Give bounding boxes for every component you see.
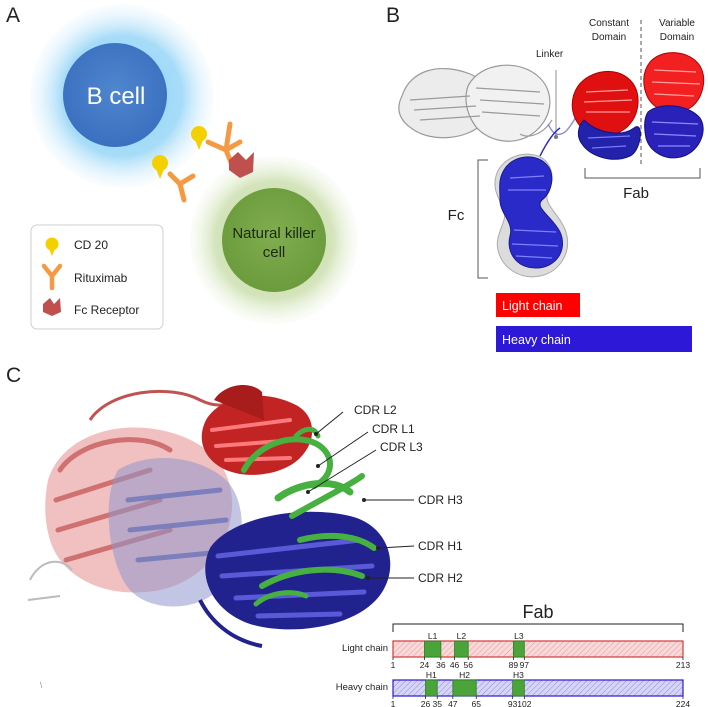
legend-label: Rituximab: [74, 271, 128, 285]
legend-label: Fc Receptor: [74, 303, 139, 317]
light-chain-swatch: [496, 293, 580, 317]
antibody-y-icon: [41, 263, 63, 291]
residue-number: 93: [508, 699, 518, 707]
fc-receptor-icon: [43, 298, 61, 316]
linker-pointer-dot: [554, 135, 558, 139]
residue-number: 1: [391, 699, 396, 707]
cdr-region-label: L3: [514, 631, 524, 641]
constant-domain-structure: [571, 70, 641, 160]
cdr-label: CDR L1: [372, 422, 415, 436]
cdr-label: CDR H1: [418, 539, 463, 553]
constant-domain-label-line1: Constant: [589, 18, 629, 29]
legend-label: CD 20: [74, 238, 108, 252]
cd20-drop-icon: [191, 126, 207, 150]
cdr-region-h3: [512, 679, 525, 697]
fab-label: Fab: [623, 185, 649, 202]
cdr-region-h2: [452, 679, 477, 697]
fab-ribbon-structure: [27, 385, 391, 648]
schematic-light-label: Light chain: [342, 643, 388, 654]
cd20-drop-icon: [152, 155, 168, 179]
variable-domain-label-line2: Domain: [660, 32, 694, 43]
nk-cell-label-line1: Natural killer: [232, 225, 315, 242]
panel-b-letter: B: [386, 4, 400, 27]
heavy-chain-swatch-label: Heavy chain: [502, 333, 571, 347]
residue-number: 36: [436, 660, 446, 670]
corner-mark: \: [40, 681, 43, 690]
cdr-region-label: L1: [428, 631, 438, 641]
fc-label: Fc: [448, 207, 465, 224]
residue-number: 89: [509, 660, 519, 670]
residue-number: 102: [517, 699, 531, 707]
panel-a-legend: CD 20 Rituximab Fc Receptor: [30, 224, 164, 330]
residue-number: 47: [448, 699, 458, 707]
residue-number: 26: [421, 699, 431, 707]
cdr-region-label: H1: [426, 670, 437, 680]
residue-number: 224: [676, 699, 690, 707]
cdr-region-h1: [425, 679, 438, 697]
panel-b: B Constant Domain Variable Domain Linker: [386, 4, 705, 352]
b-cell-nucleus: [63, 43, 167, 147]
schematic-heavy-label: Heavy chain: [336, 682, 388, 693]
cdr-pointer-dots: [306, 432, 380, 580]
residue-number: 35: [432, 699, 442, 707]
cd20-drop-icon: [45, 237, 59, 256]
cdr-region-l1: [424, 640, 442, 658]
fc-structure: [494, 127, 568, 278]
fc-receptor-icon: [229, 152, 254, 178]
panel-c-letter: C: [6, 364, 21, 387]
cdr-region-l2: [454, 640, 469, 658]
cdr-label: CDR H3: [418, 493, 463, 507]
fab-bracket: [584, 168, 701, 179]
schematic-fab-bracket: [392, 623, 684, 632]
residue-number: 1: [391, 660, 396, 670]
residue-number: 56: [464, 660, 474, 670]
cdr-region-label: H3: [513, 670, 524, 680]
fab-schematic: Fab Light chain Heavy chain L1 L2 L3 1 24 36 4…: [336, 602, 691, 707]
variable-domain-structure: [643, 52, 705, 159]
residue-number: 24: [420, 660, 430, 670]
cdr-label: CDR H2: [418, 571, 463, 585]
cdr-pointers: [307, 411, 415, 579]
panel-a: A B cell Natural killer cell: [6, 4, 358, 330]
grey-fab-structure: [398, 64, 553, 142]
nk-cell-label-line2: cell: [263, 244, 286, 261]
cdr-label: CDR L3: [380, 440, 423, 454]
panel-c: C: [6, 364, 690, 707]
cdr-region-label: H2: [459, 670, 470, 680]
residue-number: 65: [471, 699, 481, 707]
cdr-label: CDR L2: [354, 403, 397, 417]
heavy-chain-swatch: [496, 326, 692, 352]
panel-a-letter: A: [6, 4, 20, 27]
antibody-y-icon: [167, 171, 196, 203]
constant-domain-label-line2: Domain: [592, 32, 626, 43]
residue-number: 46: [450, 660, 460, 670]
residue-number: 213: [676, 660, 690, 670]
light-chain-swatch-label: Light chain: [502, 299, 563, 313]
cdr-region-label: L2: [457, 631, 467, 641]
cdr-region-l3: [512, 640, 525, 658]
fc-bracket: [477, 159, 488, 279]
linker-label: Linker: [536, 49, 564, 60]
schematic-fab-title: Fab: [522, 602, 553, 622]
variable-domain-label-line1: Variable: [659, 18, 695, 29]
residue-number: 97: [520, 660, 530, 670]
b-cell-label: B cell: [87, 83, 146, 110]
nk-cell-nucleus: [222, 188, 326, 292]
